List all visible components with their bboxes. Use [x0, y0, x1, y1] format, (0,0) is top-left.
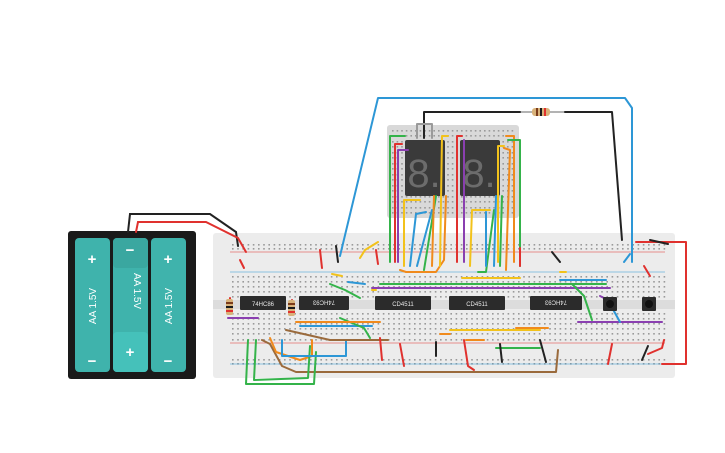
display-digit-left: 8. — [407, 152, 440, 196]
cell-1-top-symbol: + — [88, 251, 97, 268]
ic-74hc93-right[interactable]: 74HC93 — [530, 296, 582, 310]
ic-74hc93-left[interactable]: 74HC93 — [299, 296, 349, 310]
power-rail-lines — [230, 251, 665, 365]
pushbutton-left[interactable] — [603, 297, 617, 311]
battery-pack[interactable]: + AA 1.5V − − AA 1.5V + + AA 1.5V − — [68, 231, 196, 379]
resistor-middle[interactable] — [288, 300, 295, 316]
resistor-left[interactable] — [226, 299, 233, 315]
ic-74hc93-right-label: 74HC93 — [544, 299, 567, 305]
ic-74hc86-label: 74HC86 — [252, 302, 275, 308]
pushbutton-right[interactable] — [642, 297, 656, 311]
cell-1-bottom-symbol: − — [88, 353, 97, 370]
seven-segment-display-left[interactable]: 8. — [405, 140, 445, 196]
display-digit-right: 8. — [462, 152, 495, 196]
current-limit-resistor[interactable] — [520, 108, 565, 116]
cell-2-top-symbol: − — [126, 242, 135, 259]
cell-3-label: AA 1.5V — [164, 288, 175, 324]
main-breadboard[interactable] — [213, 233, 675, 378]
battery-cell-1[interactable]: + AA 1.5V − — [75, 238, 110, 372]
battery-cell-2[interactable]: − AA 1.5V + — [113, 238, 148, 372]
ic-74hc93-left-label: 74HC93 — [312, 299, 335, 305]
ic-cd4511-left[interactable]: CD4511 — [375, 296, 431, 310]
cell-2-bottom-symbol: + — [126, 344, 135, 361]
cell-3-bottom-symbol: − — [164, 353, 173, 370]
ic-cd4511-right[interactable]: CD4511 — [449, 296, 505, 310]
cell-1-label: AA 1.5V — [88, 288, 99, 324]
battery-leads[interactable] — [127, 213, 247, 253]
seven-segment-display-right[interactable]: 8. — [460, 140, 500, 196]
ic-74hc86[interactable]: 74HC86 — [240, 296, 286, 310]
ic-cd4511-right-label: CD4511 — [466, 302, 488, 308]
battery-cell-3[interactable]: + AA 1.5V − — [151, 238, 186, 372]
breadboard-center-channel — [213, 300, 675, 309]
ic-cd4511-left-label: CD4511 — [392, 302, 414, 308]
cell-2-label: AA 1.5V — [131, 273, 142, 309]
cell-3-top-symbol: + — [164, 251, 173, 268]
